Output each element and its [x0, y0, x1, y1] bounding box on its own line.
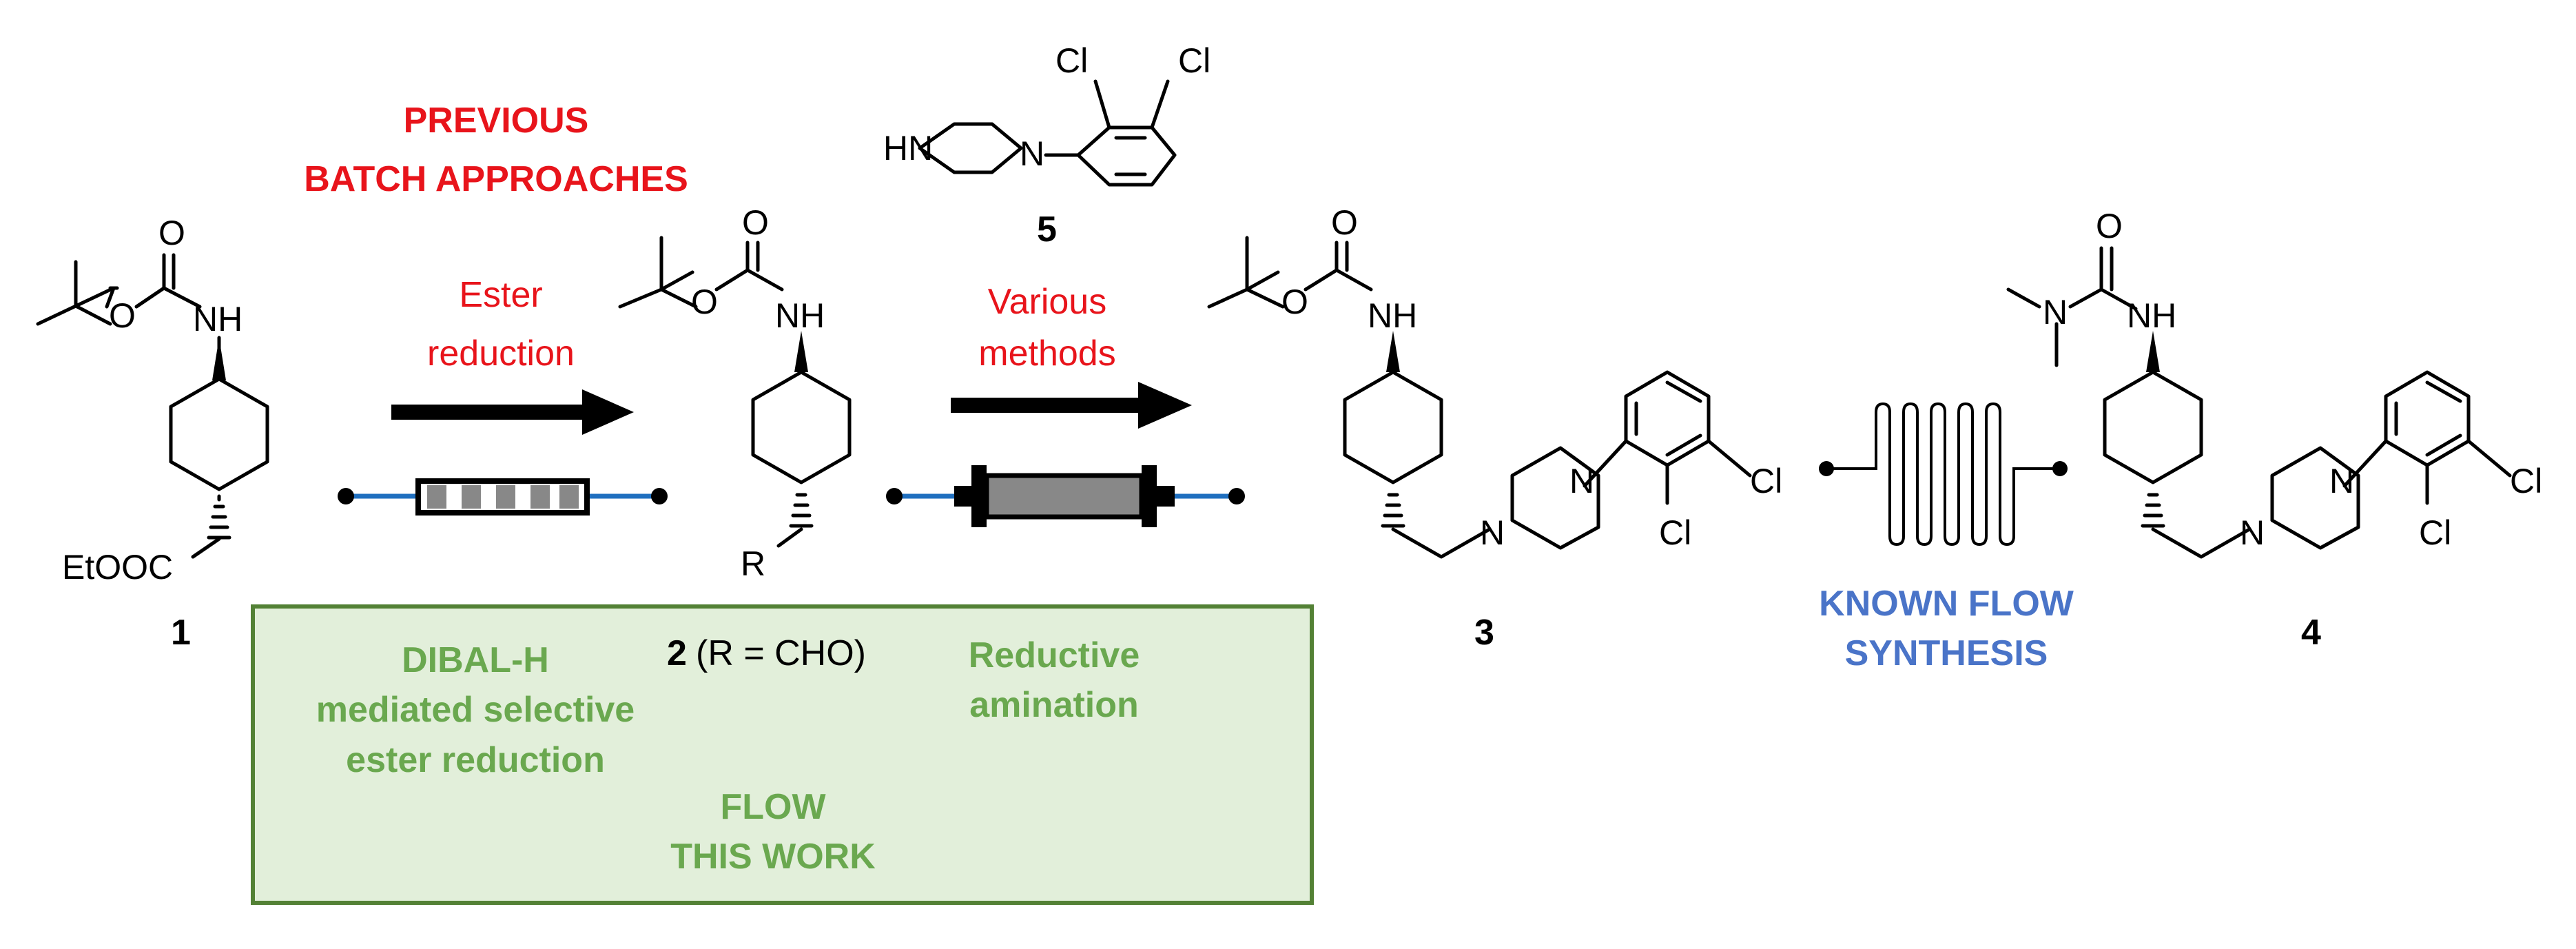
- c2-carbonyl-o: O: [742, 203, 769, 242]
- compound-2-structure: [618, 236, 852, 548]
- c3-n-a: N: [1480, 513, 1505, 552]
- various-label: Various: [988, 282, 1106, 322]
- c3-ester-o: O: [1281, 283, 1308, 321]
- reaction-arrow-2: [951, 382, 1192, 429]
- mediated-selective-label: mediated selective: [316, 690, 635, 730]
- c2-ester-o: O: [691, 283, 718, 321]
- amination-label: amination: [969, 685, 1139, 725]
- c5-cl-a: Cl: [1055, 41, 1088, 80]
- c3-n-b: N: [1569, 462, 1594, 500]
- ester-reduction-label: ester reduction: [346, 740, 605, 780]
- compound-5-structure: [918, 79, 1177, 187]
- c4-n-b: N: [2329, 462, 2354, 500]
- methods-label: methods: [978, 334, 1115, 374]
- c5-n: N: [1020, 134, 1044, 173]
- c5-hn: HN: [883, 129, 933, 167]
- flow-this-work-box: [251, 604, 1314, 905]
- c2-r: R: [741, 544, 765, 583]
- compound-1-label: 1: [171, 613, 191, 653]
- c4-carbonyl-o: O: [2096, 207, 2123, 245]
- c3-cl-a: Cl: [1750, 462, 1782, 500]
- compound-3-structure: [1207, 236, 1752, 559]
- reduction-label: reduction: [427, 334, 575, 374]
- compound-4-structure: [2006, 246, 2512, 559]
- flow-label: FLOW: [720, 787, 826, 827]
- known-flow-label: KNOWN FLOW: [1819, 584, 2074, 624]
- c1-ester-o: O: [109, 296, 136, 335]
- c2-nh: NH: [775, 296, 825, 335]
- c3-nh: NH: [1368, 296, 1417, 335]
- coil-reactor: [1819, 402, 2068, 547]
- previous-label: PREVIOUS: [404, 101, 589, 141]
- compound-3-label: 3: [1474, 613, 1494, 653]
- compound-1-structure: [36, 253, 269, 559]
- flow-reactor-2: [886, 465, 1245, 527]
- c4-nh: NH: [2127, 296, 2176, 335]
- synthesis-label: SYNTHESIS: [1845, 633, 2048, 673]
- batch-approaches-label: BATCH APPROACHES: [304, 159, 688, 199]
- compound-5-label: 5: [1037, 210, 1057, 249]
- packed-bed-reactor-1: [338, 478, 668, 516]
- c5-cl-b: Cl: [1178, 41, 1210, 80]
- ester-label: Ester: [459, 275, 542, 315]
- c1-nh: NH: [193, 300, 243, 338]
- this-work-label: THIS WORK: [670, 837, 876, 877]
- c1-carbonyl-o: O: [158, 214, 185, 252]
- reaction-arrow-1: [391, 389, 634, 435]
- c4-cl-a: Cl: [2510, 462, 2542, 500]
- compound-4-label: 4: [2301, 613, 2321, 653]
- dibal-label: DIBAL-H: [402, 640, 549, 680]
- compound-2-label: 2: [667, 633, 687, 673]
- c4-nme2: N: [2043, 293, 2068, 331]
- c1-etooc: EtOOC: [62, 548, 173, 586]
- c4-cl-b: Cl: [2419, 513, 2451, 552]
- c3-carbonyl-o: O: [1331, 203, 1358, 242]
- reductive-label: Reductive: [969, 635, 1140, 675]
- c4-n-a: N: [2240, 513, 2265, 552]
- compound-2-note: (R = CHO): [696, 633, 866, 673]
- c3-cl-b: Cl: [1659, 513, 1691, 552]
